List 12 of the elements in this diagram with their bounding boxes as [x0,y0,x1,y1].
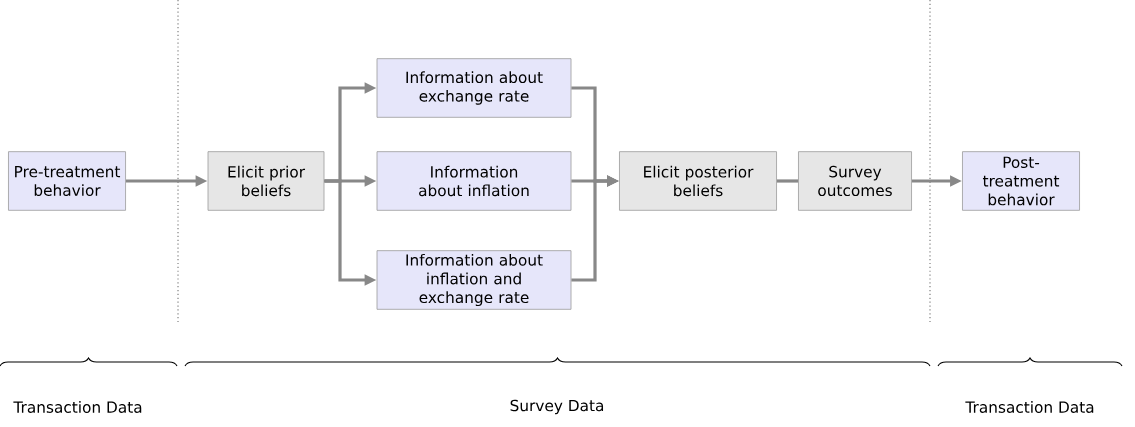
process-box: Post-treatment behavior [962,151,1080,211]
section-label: Transaction Data [13,401,142,413]
process-box: Pre-treatment behavior [8,151,126,211]
connector-line [776,179,799,183]
process-box: Information about inflation [376,151,572,211]
process-box: Elicit posterior beliefs [619,151,777,211]
section-label: Transaction Data [965,401,1094,413]
process-box: Information about exchange rate [376,58,572,118]
process-box: Elicit prior beliefs [207,151,325,211]
process-box: Survey outcomes [798,151,912,211]
process-box: Information about inflation and exchange rate [376,250,572,310]
section-label: Survey Data [510,399,604,415]
